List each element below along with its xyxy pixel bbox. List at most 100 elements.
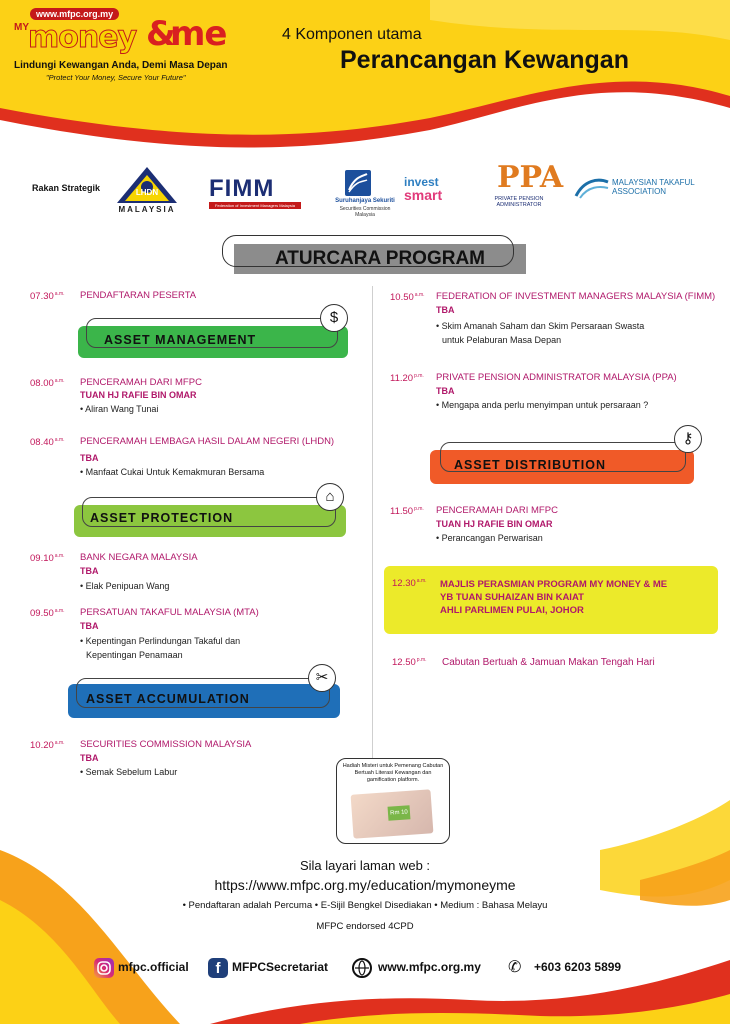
asset-accumulation-frame — [76, 678, 330, 708]
lhdn-mark: LHDN — [135, 188, 159, 197]
asset-management-banner — [78, 326, 348, 358]
ceremony-guest-title: AHLI PARLIMEN PULAI, JOHOR — [440, 605, 584, 616]
website-link[interactable]: www.mfpc.org.my — [378, 960, 481, 974]
mta-logo-icon — [574, 178, 609, 199]
time-right-5: 12.50p.m. — [392, 657, 427, 669]
event-title: PENDAFTARAN PESERTA — [80, 290, 197, 301]
time-right-2: 11.20p.m. — [390, 373, 424, 385]
time-right-1: 10.50a.m. — [390, 292, 425, 304]
instagram-icon — [94, 958, 114, 978]
sc-country: Malaysia — [355, 212, 375, 218]
event-topic-cont: untuk Pelaburan Masa Depan — [442, 335, 562, 345]
logo-ampersand: & — [146, 14, 176, 54]
opening-ceremony-box — [384, 566, 718, 634]
event-speaker: TBA — [80, 566, 99, 576]
program-title: ATURCARA PROGRAM — [274, 248, 486, 269]
gear-dollar-icon: $ — [320, 304, 348, 332]
event-title: FEDERATION OF INVESTMENT MANAGERS MALAYS… — [436, 291, 716, 302]
time-right-3: 11.50p.m. — [390, 506, 424, 518]
partners-label: Rakan Strategik — [32, 183, 101, 193]
event-title: PRIVATE PENSION ADMINISTRATOR MALAYSIA (… — [436, 372, 677, 383]
program-title-shadow — [234, 244, 526, 274]
header-subtitle: 4 Komponen utama — [282, 26, 422, 43]
logo-tagline: Lindungi Kewangan Anda, Demi Masa Depan — [14, 60, 228, 71]
footer-cpd: MFPC endorsed 4CPD — [316, 921, 414, 932]
time-left-2: 08.00a.m. — [30, 378, 65, 390]
event-speaker: TBA — [80, 621, 99, 631]
asset-accumulation-banner — [68, 684, 340, 718]
asset-distribution-label: ASSET DISTRIBUTION — [454, 458, 607, 472]
footer-visit-label: Sila layari laman web : — [299, 858, 431, 873]
globe-icon — [352, 958, 372, 978]
event-speaker: TUAN HJ RAFIE BIN OMAR — [80, 390, 197, 400]
time-left-4: 09.10a.m. — [30, 553, 65, 565]
ceremony-title: MAJLIS PERASMIAN PROGRAM MY MONEY & ME — [440, 579, 668, 590]
asset-management-label: ASSET MANAGEMENT — [104, 333, 257, 347]
logo-my: MY — [14, 22, 29, 33]
phone-number[interactable]: +603 6203 5899 — [534, 960, 622, 974]
event-title: PENCERAMAH DARI MFPC — [80, 377, 202, 388]
sc-logo-icon — [345, 170, 371, 196]
time-left-3: 08.40a.m. — [30, 437, 65, 449]
event-topic: • Kepentingan Perlindungan Takaful dan — [80, 636, 241, 646]
ceremony-guest: YB TUAN SUHAIZAN BIN KAIAT — [440, 592, 584, 603]
event-title: PENCERAMAH LEMBAGA HASIL DALAM NEGERI (L… — [80, 436, 335, 447]
ppa-logo: PPA — [497, 160, 564, 195]
facebook-handle[interactable]: MFPCSecretariat — [232, 960, 329, 974]
event-speaker: TUAN HJ RAFIE BIN OMAR — [436, 519, 553, 529]
event-topic: • Semak Sebelum Labur — [80, 767, 178, 777]
asset-protection-label: ASSET PROTECTION — [90, 511, 234, 525]
lhdn-label: MALAYSIA — [118, 205, 176, 214]
lhdn-logo — [117, 167, 177, 203]
fimm-subtitle: Federation of Investment Managers Malays… — [209, 202, 301, 209]
prize-text: Hadiah Misteri untuk Pemenang Cabutan Be… — [342, 763, 444, 783]
event-speaker: TBA — [80, 453, 99, 463]
tools-icon: ✂ — [308, 664, 336, 692]
event-title: PERSATUAN TAKAFUL MALAYSIA (MTA) — [80, 607, 259, 618]
logo-tagline-en: "Protect Your Money, Secure Your Future" — [46, 73, 186, 82]
asset-protection-frame — [82, 497, 336, 527]
column-divider — [372, 286, 373, 806]
event-topic: • Skim Amanah Saham dan Skim Persaraan S… — [436, 321, 645, 331]
voucher-value: Rm 10 — [387, 805, 411, 821]
asset-distribution-frame — [440, 442, 686, 472]
sc-name: Suruhanjaya Sekuriti — [335, 198, 395, 204]
time-left-5: 09.50a.m. — [30, 608, 65, 620]
phone-icon: ✆ — [508, 959, 522, 976]
time-left-6: 10.20a.m. — [30, 740, 65, 752]
facebook-icon: f — [208, 958, 228, 978]
time-right-4: 12.30a.m. — [392, 578, 427, 590]
asset-protection-banner — [74, 505, 346, 537]
event-topic: • Mengapa anda perlu menyimpan untuk per… — [436, 400, 649, 410]
event-topic: • Manfaat Cukai Untuk Kemakmuran Bersama — [80, 467, 265, 477]
fimm-logo: FIMM — [209, 175, 275, 202]
ppa-text: PRIVATE PENSION ADMINISTRATOR — [494, 196, 544, 208]
event-topic: • Elak Penipuan Wang — [80, 581, 170, 591]
event-topic: • Perancangan Perwarisan — [436, 533, 543, 543]
event-speaker: TBA — [436, 386, 455, 396]
key-icon: ⚷ — [674, 425, 702, 453]
event-topic-cont: Kepentingan Penamaan — [86, 650, 183, 660]
investsmart-logo-invest: invest — [404, 175, 439, 189]
logo-me: me — [170, 14, 227, 54]
instagram-handle[interactable]: mfpc.official — [118, 960, 189, 974]
sc-name-en: Securities Commission — [339, 206, 391, 212]
logo-url: www.mfpc.org.my — [30, 8, 120, 20]
time-left-1: 07.30a.m. — [30, 291, 65, 303]
event-speaker: TBA — [80, 753, 99, 763]
event-title: SECURITIES COMMISSION MALAYSIA — [80, 739, 252, 750]
event-title: BANK NEGARA MALAYSIA — [80, 552, 198, 563]
logo-money: money — [27, 20, 137, 56]
house-icon: ⌂ — [316, 483, 344, 511]
footer-url-link[interactable]: https://www.mfpc.org.my/education/mymone… — [214, 877, 516, 893]
header-title: Perancangan Kewangan — [340, 46, 629, 74]
footer-notes: • Pendaftaran adalah Percuma • E-Sijil B… — [182, 900, 548, 911]
asset-distribution-banner — [430, 450, 694, 484]
event-speaker: TBA — [436, 305, 455, 315]
event-title: Cabutan Bertuah & Jamuan Makan Tengah Ha… — [442, 657, 655, 668]
program-title-frame — [222, 235, 514, 267]
event-topic: • Aliran Wang Tunai — [80, 404, 159, 414]
asset-accumulation-label: ASSET ACCUMULATION — [86, 692, 250, 706]
